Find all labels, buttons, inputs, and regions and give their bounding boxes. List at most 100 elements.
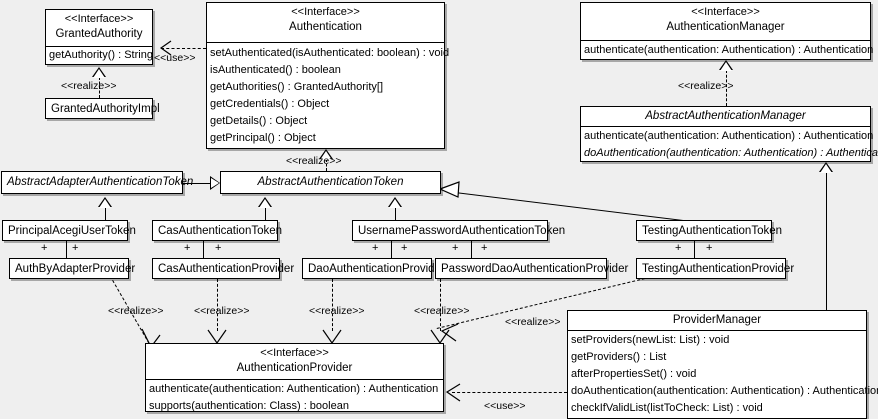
class-name-auth-by-adapter-provider: AuthByAdapterProvider bbox=[15, 263, 136, 275]
realize-line-dao-authentication-provider bbox=[332, 279, 333, 331]
class-box-principal-acegi-user-token[interactable]: PrincipalAcegiUserToken bbox=[2, 220, 136, 241]
class-header-dao-authentication-provider: DaoAuthenticationProvider bbox=[303, 259, 445, 280]
member-set-authenticated: setAuthenticated(isAuthenticated: boolea… bbox=[210, 47, 450, 59]
class-header-authentication-manager: <<Interface>> AuthenticationManager bbox=[581, 3, 870, 41]
generalization-arrowhead-testing-authentication-token bbox=[438, 181, 460, 198]
class-header-username-password-authentication-token: UsernamePasswordAuthenticationToken bbox=[353, 221, 566, 242]
class-name-provider-manager: ProviderManager bbox=[672, 314, 762, 326]
class-name-username-password-authentication-token: UsernamePasswordAuthenticationToken bbox=[358, 225, 566, 237]
class-members-authentication-provider: authenticate(authentication: Authenticat… bbox=[146, 380, 443, 415]
class-header-granted-authority-impl: GrantedAuthorityImpl bbox=[46, 99, 160, 120]
association-plus-testing-left: + bbox=[675, 242, 682, 254]
use-arrowhead-provider-manager bbox=[445, 383, 461, 402]
realize-arrowhead-fill-abstract-authentication-token bbox=[320, 151, 332, 160]
class-header-cas-authentication-token: CasAuthenticationToken bbox=[153, 221, 282, 242]
edge-label-realize-passworddao: <<realize>> bbox=[414, 305, 470, 317]
class-box-auth-by-adapter-provider[interactable]: AuthByAdapterProvider bbox=[9, 258, 136, 279]
realize-arrowhead-testing-authentication-provider bbox=[440, 323, 459, 342]
class-name-principal-acegi-user-token: PrincipalAcegiUserToken bbox=[8, 225, 136, 237]
edge-label-realize-cas: <<realize>> bbox=[194, 305, 250, 317]
class-box-abstract-authentication-token[interactable]: AbstractAuthenticationToken bbox=[220, 171, 441, 194]
member-get-authorities: getAuthorities() : GrantedAuthority[] bbox=[210, 81, 384, 93]
class-name-password-dao-authentication-provider: PasswordDaoAuthenticationProvider bbox=[441, 263, 629, 275]
member-get-details: getDetails() : Object bbox=[210, 115, 308, 127]
class-box-dao-authentication-provider[interactable]: DaoAuthenticationProvider bbox=[302, 258, 445, 280]
association-line-principal-authbyadapter bbox=[66, 241, 67, 258]
class-box-cas-authentication-token[interactable]: CasAuthenticationToken bbox=[152, 220, 282, 242]
stereotype-interface-authentication-provider: <<Interface>> bbox=[260, 347, 329, 359]
member-do-authentication-abstract-manager: doAuthentication(authentication: Authent… bbox=[584, 147, 878, 159]
class-box-abstract-adapter-authentication-token[interactable]: AbstractAdapterAuthenticationToken bbox=[1, 171, 193, 194]
class-members-authentication-manager: authenticate(authentication: Authenticat… bbox=[581, 41, 873, 59]
class-box-cas-authentication-provider[interactable]: CasAuthenticationProvider bbox=[152, 258, 294, 280]
use-line-provider-manager bbox=[452, 392, 567, 393]
class-box-username-password-authentication-token[interactable]: UsernamePasswordAuthenticationToken bbox=[352, 220, 566, 242]
association-plus-username-passworddao-right: + bbox=[481, 242, 488, 254]
class-members-authentication: setAuthenticated(isAuthenticated: boolea… bbox=[207, 43, 450, 147]
class-box-testing-authentication-token[interactable]: TestingAuthenticationToken bbox=[636, 220, 782, 242]
generalization-line-cas-authentication-token bbox=[265, 207, 266, 220]
stereotype-interface-authentication: <<Interface>> bbox=[291, 6, 360, 18]
class-box-authentication-provider[interactable]: <<Interface>> AuthenticationProvider aut… bbox=[145, 343, 444, 412]
generalization-line-username-password-authentication-token bbox=[395, 207, 396, 220]
member-do-authentication-provider-manager: doAuthentication(authentication: Authent… bbox=[571, 385, 878, 397]
association-plus-testing-right: + bbox=[706, 242, 713, 254]
member-supports-provider: supports(authentication: Class) : boolea… bbox=[149, 400, 349, 412]
generalization-arrowhead-fill-principal-acegi-user-token bbox=[99, 199, 111, 208]
use-line-authentication-granted-authority bbox=[161, 48, 206, 49]
class-name-granted-authority-impl: GrantedAuthorityImpl bbox=[51, 103, 160, 115]
member-authenticate-provider: authenticate(authentication: Authenticat… bbox=[149, 383, 439, 395]
class-box-testing-authentication-provider[interactable]: TestingAuthenticationProvider bbox=[636, 258, 795, 280]
class-header-password-dao-authentication-provider: PasswordDaoAuthenticationProvider bbox=[436, 259, 629, 280]
class-box-password-dao-authentication-provider[interactable]: PasswordDaoAuthenticationProvider bbox=[435, 258, 629, 280]
association-plus-username-passworddao-left: + bbox=[452, 242, 459, 254]
edge-label-use-provider-manager: <<use>> bbox=[484, 400, 526, 412]
association-plus-principal-right: + bbox=[72, 242, 79, 254]
realize-line-abstract-authentication-token bbox=[326, 159, 327, 171]
generalization-arrowhead-fill-cas-authentication-token bbox=[259, 199, 271, 208]
association-line-username-dao bbox=[391, 241, 392, 258]
member-get-credentials: getCredentials() : Object bbox=[210, 98, 330, 110]
edge-label-realize-abstract-authentication-token: <<realize>> bbox=[286, 155, 342, 167]
class-name-abstract-authentication-manager: AbstractAuthenticationManager bbox=[645, 110, 806, 122]
stereotype-interface-authentication-manager: <<Interface>> bbox=[691, 6, 760, 18]
association-line-testing-token-provider bbox=[694, 241, 695, 258]
member-check-if-valid-list: checkIfValidList(listToCheck: List) : vo… bbox=[571, 402, 763, 414]
class-header-authentication: <<Interface>> Authentication bbox=[207, 3, 444, 43]
class-header-testing-authentication-token: TestingAuthenticationToken bbox=[637, 221, 782, 242]
class-header-abstract-authentication-manager: AbstractAuthenticationManager bbox=[581, 107, 870, 127]
class-box-authentication[interactable]: <<Interface>> Authentication setAuthenti… bbox=[206, 2, 450, 149]
class-box-provider-manager[interactable]: ProviderManager setProviders(newList: Li… bbox=[567, 310, 878, 419]
class-header-authentication-provider: <<Interface>> AuthenticationProvider bbox=[146, 344, 443, 380]
class-header-cas-authentication-provider: CasAuthenticationProvider bbox=[153, 259, 294, 280]
class-header-abstract-authentication-token: AbstractAuthenticationToken bbox=[221, 172, 440, 193]
generalization-line-adapter-to-abstract-token bbox=[183, 183, 211, 184]
class-header-testing-authentication-provider: TestingAuthenticationProvider bbox=[637, 259, 795, 280]
class-box-granted-authority[interactable]: <<Interface>> GrantedAuthority getAuthor… bbox=[45, 9, 153, 65]
class-box-granted-authority-impl[interactable]: GrantedAuthorityImpl bbox=[45, 98, 160, 120]
association-plus-cas-right: + bbox=[215, 242, 222, 254]
class-header-granted-authority: <<Interface>> GrantedAuthority bbox=[46, 10, 152, 47]
generalization-line-provider-manager bbox=[826, 172, 827, 310]
class-name-testing-authentication-provider: TestingAuthenticationProvider bbox=[642, 263, 795, 275]
association-line-username-passworddao bbox=[471, 241, 472, 258]
class-header-abstract-adapter-authentication-token: AbstractAdapterAuthenticationToken bbox=[2, 172, 193, 193]
class-box-authentication-manager[interactable]: <<Interface>> AuthenticationManager auth… bbox=[580, 2, 873, 60]
realize-line-abstract-authentication-manager bbox=[726, 70, 727, 106]
generalization-line-principal-acegi-user-token bbox=[105, 207, 106, 220]
edge-label-realize-granted-authority-impl: <<realize>> bbox=[61, 80, 117, 92]
association-plus-username-dao-right: + bbox=[401, 242, 408, 254]
generalization-arrowhead-fill-adapter-to-abstract-token bbox=[211, 178, 219, 188]
edge-label-realize-auth-by-adapter: <<realize>> bbox=[108, 305, 164, 317]
class-box-abstract-authentication-manager[interactable]: AbstractAuthenticationManager authentica… bbox=[580, 106, 878, 162]
stereotype-interface-granted-authority: <<Interface>> bbox=[64, 13, 134, 25]
generalization-line-testing-authentication-token bbox=[454, 192, 686, 222]
member-set-providers: setProviders(newList: List) : void bbox=[571, 334, 730, 346]
realize-line-password-dao-authentication-provider bbox=[440, 279, 441, 331]
generalization-arrowhead-fill-username-password-authentication-token bbox=[389, 199, 401, 208]
member-get-providers: getProviders() : List bbox=[571, 351, 667, 363]
realize-arrowhead-fill-abstract-authentication-manager bbox=[720, 62, 732, 71]
class-name-authentication-manager: AuthenticationManager bbox=[666, 20, 785, 33]
class-members-abstract-authentication-manager: authenticate(authentication: Authenticat… bbox=[581, 127, 878, 162]
member-after-properties-set: afterPropertiesSet() : void bbox=[571, 368, 697, 380]
